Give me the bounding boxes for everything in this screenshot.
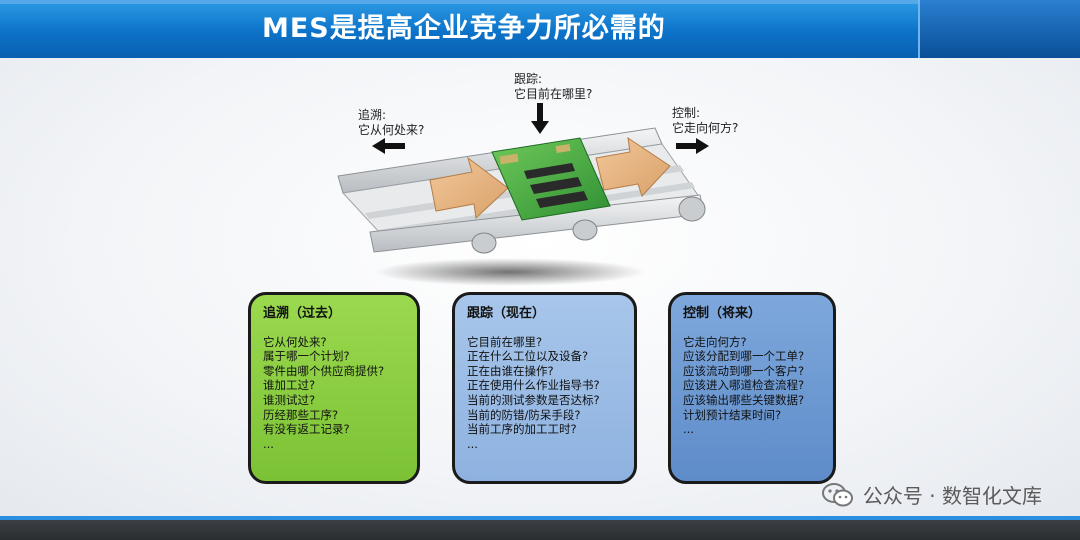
roller xyxy=(572,219,598,241)
box-future-title: 控制（将来） xyxy=(683,306,762,321)
box-future-line: 计划预计结束时间? xyxy=(683,407,782,422)
control-annotation-text: 它走向何方? xyxy=(672,121,739,135)
arrow-right-icon xyxy=(676,138,709,154)
flow-arrow-right xyxy=(595,136,671,197)
box-past-line: 它从何处来? xyxy=(263,334,327,349)
title-bar-right-block xyxy=(918,0,1080,58)
box-future-control: 控制（将来） 它走向何方? 应该分配到哪一个工单? 应该流动到哪一个客户? 应该… xyxy=(668,292,836,484)
trace-annotation: 追溯: 它从何处来? xyxy=(358,108,424,138)
slide-title: MES是提高企业竞争力所必需的 xyxy=(262,13,666,44)
box-future-line: ... xyxy=(683,422,694,437)
box-future-line: 应该流动到哪一个客户? xyxy=(683,363,805,378)
box-now-line: 当前的防错/防呆手段? xyxy=(467,407,581,422)
box-future-line: 它走向何方? xyxy=(683,334,747,349)
box-past-line: 有没有返工记录? xyxy=(263,422,350,437)
roller xyxy=(678,196,706,222)
trace-annotation-text: 它从何处来? xyxy=(358,123,425,137)
trace-annotation-title: 追溯: xyxy=(358,108,387,122)
box-now-line: 正在使用什么作业指导书? xyxy=(467,378,600,393)
track-annotation-text: 它目前在哪里? xyxy=(514,87,593,101)
title-bar xyxy=(0,0,1080,58)
control-annotation-title: 控制: xyxy=(672,106,701,120)
control-annotation: 控制: 它走向何方? xyxy=(672,106,738,136)
track-annotation-title: 跟踪: xyxy=(514,72,543,86)
box-now-line: 正在什么工位以及设备? xyxy=(467,349,589,364)
box-past-line: 历经那些工序? xyxy=(263,407,339,422)
conveyor-shadow xyxy=(375,258,645,286)
box-past-line: 谁加工过? xyxy=(263,378,316,393)
arrow-down-icon xyxy=(531,103,549,134)
track-annotation: 跟踪: 它目前在哪里? xyxy=(514,72,592,102)
box-past-trace: 追溯（过去） 它从何处来? 属于哪一个计划? 零件由哪个供应商提供? 谁加工过?… xyxy=(248,292,420,484)
box-past-line: ... xyxy=(263,436,274,451)
box-past-line: 谁测试过? xyxy=(263,392,316,407)
bottom-bar xyxy=(0,516,1080,540)
box-now-line: ... xyxy=(467,436,478,451)
box-now-line: 当前的测试参数是否达标? xyxy=(467,392,600,407)
wechat-icon xyxy=(821,482,853,506)
box-future-line: 应该输出哪些关键数据? xyxy=(683,392,805,407)
box-now-line: 正在由谁在操作? xyxy=(467,363,554,378)
watermark-text: 公众号 · 数智化文库 xyxy=(862,484,1042,508)
box-past-title: 追溯（过去） xyxy=(263,306,342,321)
box-past-line: 属于哪一个计划? xyxy=(263,349,350,364)
arrow-left-icon xyxy=(372,138,405,154)
box-future-line: 应该分配到哪一个工单? xyxy=(683,349,805,364)
watermark: 公众号 · 数智化文库 xyxy=(821,480,1042,509)
title-bar-top-line xyxy=(0,0,1080,4)
box-now-track: 跟踪（现在） 它目前在哪里? 正在什么工位以及设备? 正在由谁在操作? 正在使用… xyxy=(452,292,637,484)
flow-arrow-left xyxy=(429,156,509,220)
roller xyxy=(471,232,497,254)
box-past-line: 零件由哪个供应商提供? xyxy=(263,363,385,378)
box-future-line: 应该进入哪道检查流程? xyxy=(683,378,805,393)
box-now-line: 当前工序的加工工时? xyxy=(467,422,577,437)
bottom-bar-accent xyxy=(0,516,1080,520)
box-now-title: 跟踪（现在） xyxy=(467,306,546,321)
box-now-line: 它目前在哪里? xyxy=(467,334,543,349)
